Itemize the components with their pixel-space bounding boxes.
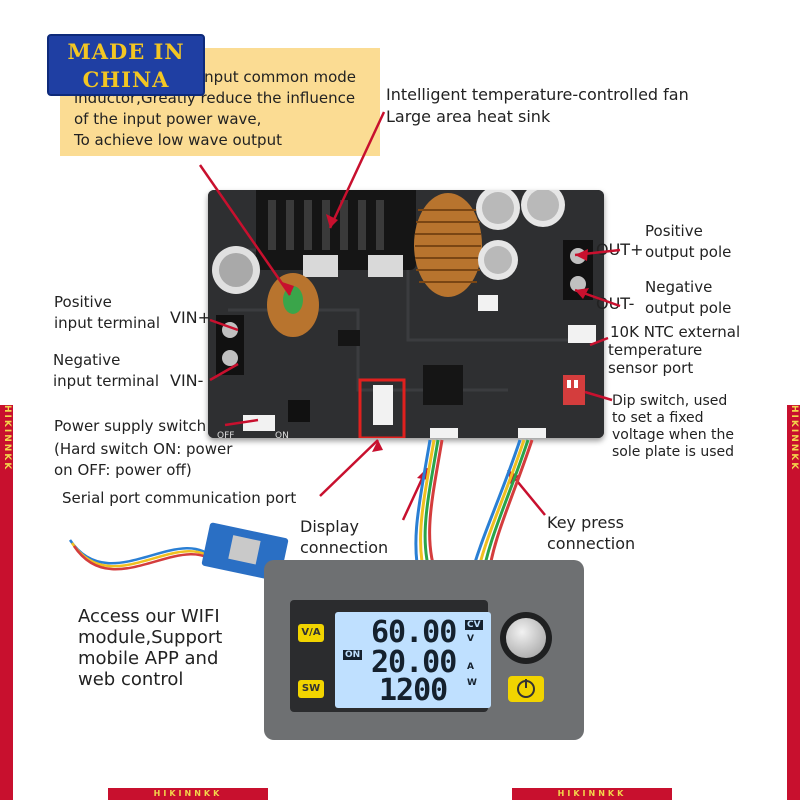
cv-badge: CV xyxy=(465,620,483,630)
wifi-line-1: Access our WIFI xyxy=(78,606,220,627)
made-in-china-badge: MADE IN CHINA xyxy=(47,34,205,96)
board-on-label: ON xyxy=(275,431,289,441)
vin-plus-label: VIN+ xyxy=(170,308,212,327)
negative-input-line-1: Negative xyxy=(53,351,121,369)
positive-output-line-2: output pole xyxy=(645,243,732,261)
negative-input-line-2: input terminal xyxy=(53,372,160,390)
unit-v: V xyxy=(467,634,474,644)
ntc-line-2: temperature xyxy=(608,341,703,359)
dip-line-1: Dip switch, used xyxy=(612,393,728,409)
unit-a: A xyxy=(467,662,474,672)
display-conn-line-1: Display xyxy=(300,517,359,536)
power-switch-line-3: on OFF: power off) xyxy=(54,461,192,479)
power-button[interactable] xyxy=(508,676,544,702)
board-off-label: OFF xyxy=(217,431,235,441)
positive-input-line-2: input terminal xyxy=(54,314,161,332)
key-conn-line-1: Key press xyxy=(547,513,624,532)
dip-line-3: voltage when the xyxy=(612,427,734,443)
power-icon xyxy=(517,679,535,698)
bottom-watermark-right: HIKINNKK xyxy=(512,788,672,800)
va-button[interactable]: V/A xyxy=(298,624,324,642)
knob-cap xyxy=(506,618,546,658)
on-badge: ON xyxy=(343,650,363,660)
wifi-line-3: mobile APP and xyxy=(78,648,219,669)
fan-label-line-1: Intelligent temperature-controlled fan xyxy=(386,85,689,104)
ntc-line-3: sensor port xyxy=(608,359,694,377)
dip-line-2: to set a fixed xyxy=(612,410,704,426)
dip-line-4: sole plate is used xyxy=(612,444,735,460)
positive-output-line-1: Positive xyxy=(645,222,703,240)
power-switch-line-1: Power supply switch xyxy=(54,417,207,435)
unit-w: W xyxy=(467,678,477,688)
negative-output-line-1: Negative xyxy=(645,278,713,296)
wifi-line-2: module,Support xyxy=(78,627,223,648)
serial-port-label: Serial port communication port xyxy=(62,489,297,507)
display-conn-line-2: connection xyxy=(300,538,389,557)
inductor-note-line-4: To achieve low wave output xyxy=(74,131,282,149)
inductor-note-line-3: of the input power wave, xyxy=(74,110,262,128)
fan-label-line-2: Large area heat sink xyxy=(386,107,551,126)
badge-line-1: MADE IN xyxy=(67,39,185,64)
left-watermark-band: HIKINNKK xyxy=(0,405,13,800)
ntc-line-1: 10K NTC external xyxy=(610,323,741,341)
circuit-board xyxy=(208,170,604,440)
watermark-text: HIKINNKK xyxy=(2,405,12,472)
badge-line-2: CHINA xyxy=(82,67,170,92)
board-illustration xyxy=(208,170,604,440)
vin-minus-label: VIN- xyxy=(170,371,204,390)
wifi-line-4: web control xyxy=(78,669,184,690)
sw-button[interactable]: SW xyxy=(298,680,324,698)
inductor-note-line-1: input common mode xyxy=(200,68,356,86)
rotary-encoder-knob[interactable] xyxy=(500,612,552,664)
right-watermark-band: HIKINNKK xyxy=(787,405,800,800)
power-readout: 1200 xyxy=(379,673,448,708)
lcd-screen: 60.00 20.00 1200 CV V A W ON xyxy=(335,612,491,708)
watermark-text: HIKINNKK xyxy=(789,405,799,472)
voltage-readout: 60.00 xyxy=(371,615,457,650)
power-switch-line-2: (Hard switch ON: power xyxy=(54,440,233,458)
negative-output-line-2: output pole xyxy=(645,299,732,317)
bottom-watermark-left: HIKINNKK xyxy=(108,788,268,800)
key-conn-line-2: connection xyxy=(547,534,636,553)
positive-input-line-1: Positive xyxy=(54,293,112,311)
current-readout: 20.00 xyxy=(371,645,457,680)
